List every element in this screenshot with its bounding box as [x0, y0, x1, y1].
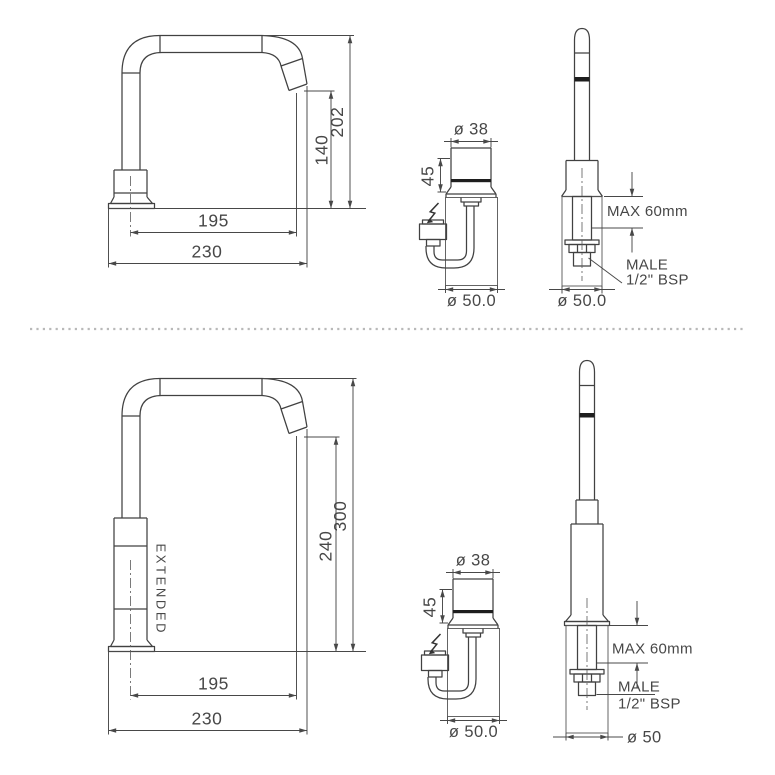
dim-text-control-height: 45	[420, 597, 440, 618]
spout-joint-lines	[159, 35, 263, 53]
dim-text-spout-reach: 195	[198, 674, 229, 694]
spout-nozzle	[280, 58, 308, 92]
standard-column-view: MAX 60mm MALE 1/2" BSP ø 50.0	[549, 27, 689, 310]
nut-facets	[576, 244, 588, 253]
spout-elbow	[261, 34, 304, 67]
tap-base-plate	[107, 202, 156, 210]
dim-text-overall-width: 230	[192, 242, 223, 262]
dim-text-control-height: 45	[418, 166, 438, 187]
dim-text-overall-height: 300	[330, 501, 350, 532]
connector-plug-body	[418, 223, 448, 241]
dim-text-max-deck: MAX 60mm	[612, 641, 693, 658]
tap-base-body	[109, 169, 153, 205]
column-tube	[573, 27, 591, 161]
knob-dark-band	[451, 179, 491, 183]
spout-joint-lines	[159, 378, 263, 396]
standard-front-view: 195 230 140 202	[107, 34, 366, 268]
extended-control-view: ø 38 45 ø 50.0	[420, 552, 508, 741]
knob-flange	[445, 186, 497, 198]
cable-hose-outer	[425, 206, 475, 269]
extension-lines	[108, 378, 357, 735]
max-deck-extensions	[597, 625, 648, 664]
extended-column-view: MAX 60mm MALE 1/2" BSP ø 50	[553, 359, 693, 747]
column-body	[570, 523, 604, 615]
dim-text-connection-1: MALE	[626, 257, 668, 274]
dim-text-connection-2: 1/2" BSP	[618, 696, 681, 713]
max-deck-extensions	[592, 196, 643, 229]
underdeck-stub	[460, 197, 482, 207]
control-unit-geometry-copy	[422, 569, 508, 724]
nut-facets	[581, 674, 593, 682]
spout-nozzle	[280, 401, 308, 435]
column-upper-body	[575, 499, 599, 524]
spout-outer-edge	[121, 34, 262, 74]
connector-plug-cap	[421, 219, 445, 225]
underdeck-zone	[445, 197, 498, 286]
dim-text-control-base-dia: ø 50.0	[447, 292, 496, 310]
variant-label: EXTENDED	[154, 544, 169, 636]
dim-text-spout-height: 240	[316, 531, 336, 562]
standard-control-view: ø 38 45 ø 50.0	[418, 121, 505, 310]
riser-tube-outline	[121, 72, 141, 170]
lightning-bolt-icon	[427, 202, 440, 222]
spout-inner-edge	[139, 51, 262, 74]
extended-base-body	[109, 517, 153, 648]
dim-text-connection-2: 1/2" BSP	[626, 272, 689, 289]
control-unit-geometry	[418, 138, 505, 293]
dim-text-spout-reach: 195	[198, 211, 229, 231]
extension-lines	[108, 35, 354, 268]
column-aerator-band	[574, 77, 590, 82]
dim-text-max-deck: MAX 60mm	[607, 203, 688, 220]
lightning-bolt-arrowhead	[426, 218, 434, 224]
dim-text-overall-width: 230	[192, 709, 223, 729]
bsp-leader-line	[588, 257, 623, 284]
connector-plug-stub	[425, 238, 441, 247]
riser-tube-outline	[121, 415, 141, 518]
column-body	[565, 159, 599, 190]
dim-text-control-base-dia: ø 50.0	[449, 723, 498, 741]
column-tube	[578, 359, 596, 500]
tap-base-plate	[107, 645, 156, 653]
spout-elbow	[261, 377, 304, 410]
dim-text-overall-height: 202	[327, 107, 347, 138]
control-height-extensions	[437, 158, 450, 193]
column-aerator-band	[579, 413, 595, 418]
control-top-dia-extensions	[444, 138, 498, 148]
extended-front-view: EXTENDED 195 230 240 300	[107, 377, 366, 735]
dim-text-control-top-dia: ø 38	[454, 121, 489, 139]
spout-inner-edge	[139, 394, 262, 417]
dim-text-control-top-dia: ø 38	[456, 552, 491, 570]
cable-hose	[433, 206, 468, 261]
dim-text-connection-1: MALE	[618, 679, 660, 696]
spout-outer-edge	[121, 377, 262, 417]
dim-text-column-base-dia: ø 50	[627, 729, 662, 747]
dim-text-spout-height: 140	[312, 135, 332, 166]
dim-text-column-base-dia: ø 50.0	[557, 292, 606, 310]
